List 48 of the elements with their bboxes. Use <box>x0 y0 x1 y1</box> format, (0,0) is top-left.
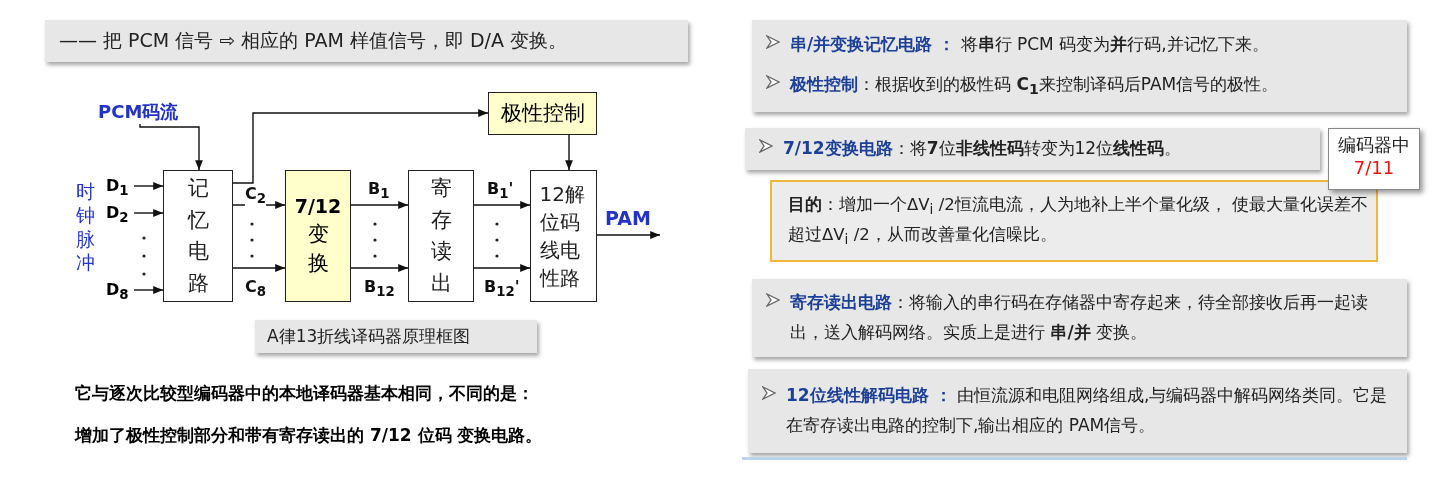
description-text: 7/12变换电路：将7位非线性码转变为12位线性码。 <box>783 137 1182 161</box>
description-text: 极性控制：根据收到的极性码 C$_{1}$来控制译码后PAM信号的极性。 <box>790 72 1279 100</box>
text-panel <box>752 279 1407 357</box>
arrow <box>232 109 489 184</box>
arrow <box>350 264 409 272</box>
arrow <box>596 231 661 239</box>
arrow <box>565 134 573 171</box>
block-text: 12解位码线电性路 <box>539 181 586 292</box>
note-text: 增加了极性控制部分和带有寄存读出的 7/12 位码 变换电路。 <box>75 424 543 447</box>
callout-box <box>1328 128 1420 190</box>
block-box <box>530 170 597 302</box>
callout-text: 7/11 <box>1352 156 1396 180</box>
block-text: 寄存读出 <box>430 175 452 297</box>
figure-caption: A律13折线译码器原理框图 <box>255 320 537 353</box>
signal-label: D$_{1}$ <box>106 176 134 196</box>
text-panel <box>748 369 1407 453</box>
block-text: 变换 <box>307 220 329 278</box>
block-box <box>285 170 351 302</box>
arrow <box>232 201 286 209</box>
input-label: PCM码流 <box>98 100 198 124</box>
block-text: 7/12 <box>294 194 342 220</box>
text-panel <box>745 128 1320 170</box>
description-text: 寄存读出电路：将输入的串行码在存储器中寄存起来，待全部接收后再一起读出，送入解码网络。实质上是进行 串/并 变换。 <box>790 291 1369 344</box>
arrow <box>473 264 531 272</box>
block-text: 记忆电路 <box>187 175 209 297</box>
arrow <box>139 123 203 171</box>
block-box <box>408 170 474 302</box>
signal-label: D$_{2}$ <box>106 203 134 223</box>
description-text: 12位线性解码电路 ： 由恒流源和电阻网络组成,与编码器中解码网络类同。它是在寄存读出电路的控制下,输出相应的 PAM信号。 <box>786 384 1389 437</box>
block-text: 极性控制 <box>500 99 585 127</box>
description-text: 串/并变换记忆电路 ： 将串行 PCM 码变为并行码,并记忆下来。 <box>790 33 1269 57</box>
arrow <box>232 264 286 272</box>
vertical-label: 时钟脉冲 <box>76 180 95 275</box>
highlight-box <box>770 180 1378 262</box>
signal-label: D$_{8}$ <box>106 280 134 300</box>
arrow <box>133 182 164 190</box>
arrow <box>133 286 164 294</box>
text-panel <box>752 20 1407 112</box>
arrow <box>350 201 409 209</box>
note-text: 它与逐次比较型编码器中的本地译码器基本相同，不同的是： <box>75 382 534 405</box>
heading-banner: —— 把 PCM 信号 ⇨ 相应的 PAM 样值信号，即 D/A 变换。 <box>45 20 688 62</box>
callout-text: 编码器中 <box>1337 133 1411 157</box>
arrow <box>133 209 164 217</box>
description-text: 目的：增加一个ΔV$_{i}$ /2恒流电流，人为地补上半个量化级， 使最大量化误差不超过ΔV$_{i}$ /2，从而改善量化信噪比。 <box>788 193 1368 250</box>
arrow <box>473 201 531 209</box>
edge-label: C$_{2}$ <box>245 185 267 207</box>
block-box <box>488 92 597 135</box>
block-box <box>163 170 233 302</box>
